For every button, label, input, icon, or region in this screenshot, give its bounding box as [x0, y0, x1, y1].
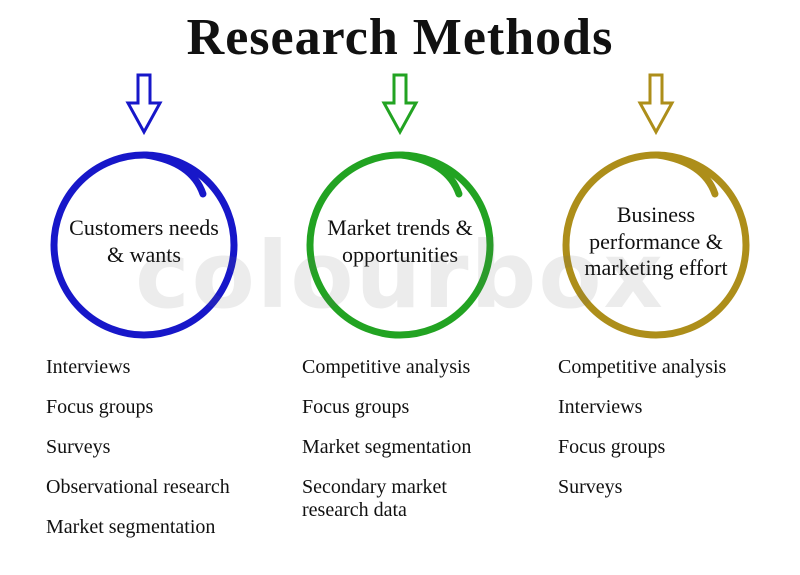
- down-arrow-icon: [125, 73, 163, 136]
- list-item: Focus groups: [46, 396, 154, 418]
- list-item: Competitive analysis: [302, 356, 471, 378]
- methods-list-customers: Interviews Focus groups Surveys Observat…: [22, 356, 266, 556]
- circle-customers: Customers needs & wants: [44, 142, 244, 342]
- list-item: Market segmentation: [302, 436, 472, 458]
- methods-list-business: Competitive analysis Interviews Focus gr…: [534, 356, 778, 516]
- circle-outline-icon: [50, 151, 238, 339]
- column-market-trends: Market trends & opportunities Competitiv…: [278, 72, 522, 556]
- diagram-columns: Customers needs & wants Interviews Focus…: [0, 72, 800, 556]
- methods-list-market: Competitive analysis Focus groups Market…: [278, 356, 522, 539]
- circle-business: Business performance & marketing effort: [556, 142, 756, 342]
- list-item: Surveys: [46, 436, 111, 458]
- list-item: Interviews: [46, 356, 131, 378]
- list-item: Interviews: [558, 396, 643, 418]
- circle-market: Market trends & opportunities: [300, 142, 500, 342]
- circle-label: Market trends & opportunities: [327, 215, 473, 267]
- list-item: Focus groups: [558, 436, 666, 458]
- page-title: Research Methods: [186, 9, 614, 66]
- column-customers-needs: Customers needs & wants Interviews Focus…: [22, 72, 266, 556]
- list-item: Market segmentation: [46, 516, 216, 538]
- list-item: Secondary market research data: [302, 476, 447, 521]
- column-business-performance: Business performance & marketing effort …: [534, 72, 778, 556]
- list-item: Focus groups: [302, 396, 410, 418]
- down-arrow-icon: [381, 73, 419, 136]
- circle-outline-icon: [562, 151, 750, 339]
- list-item: Competitive analysis: [558, 356, 727, 378]
- circle-label: Customers needs & wants: [69, 215, 219, 267]
- list-item: Observational research: [46, 476, 230, 498]
- down-arrow-icon: [637, 73, 675, 136]
- list-item: Surveys: [558, 476, 623, 498]
- circle-label: Business performance & marketing effort: [584, 201, 728, 281]
- circle-outline-icon: [306, 151, 494, 339]
